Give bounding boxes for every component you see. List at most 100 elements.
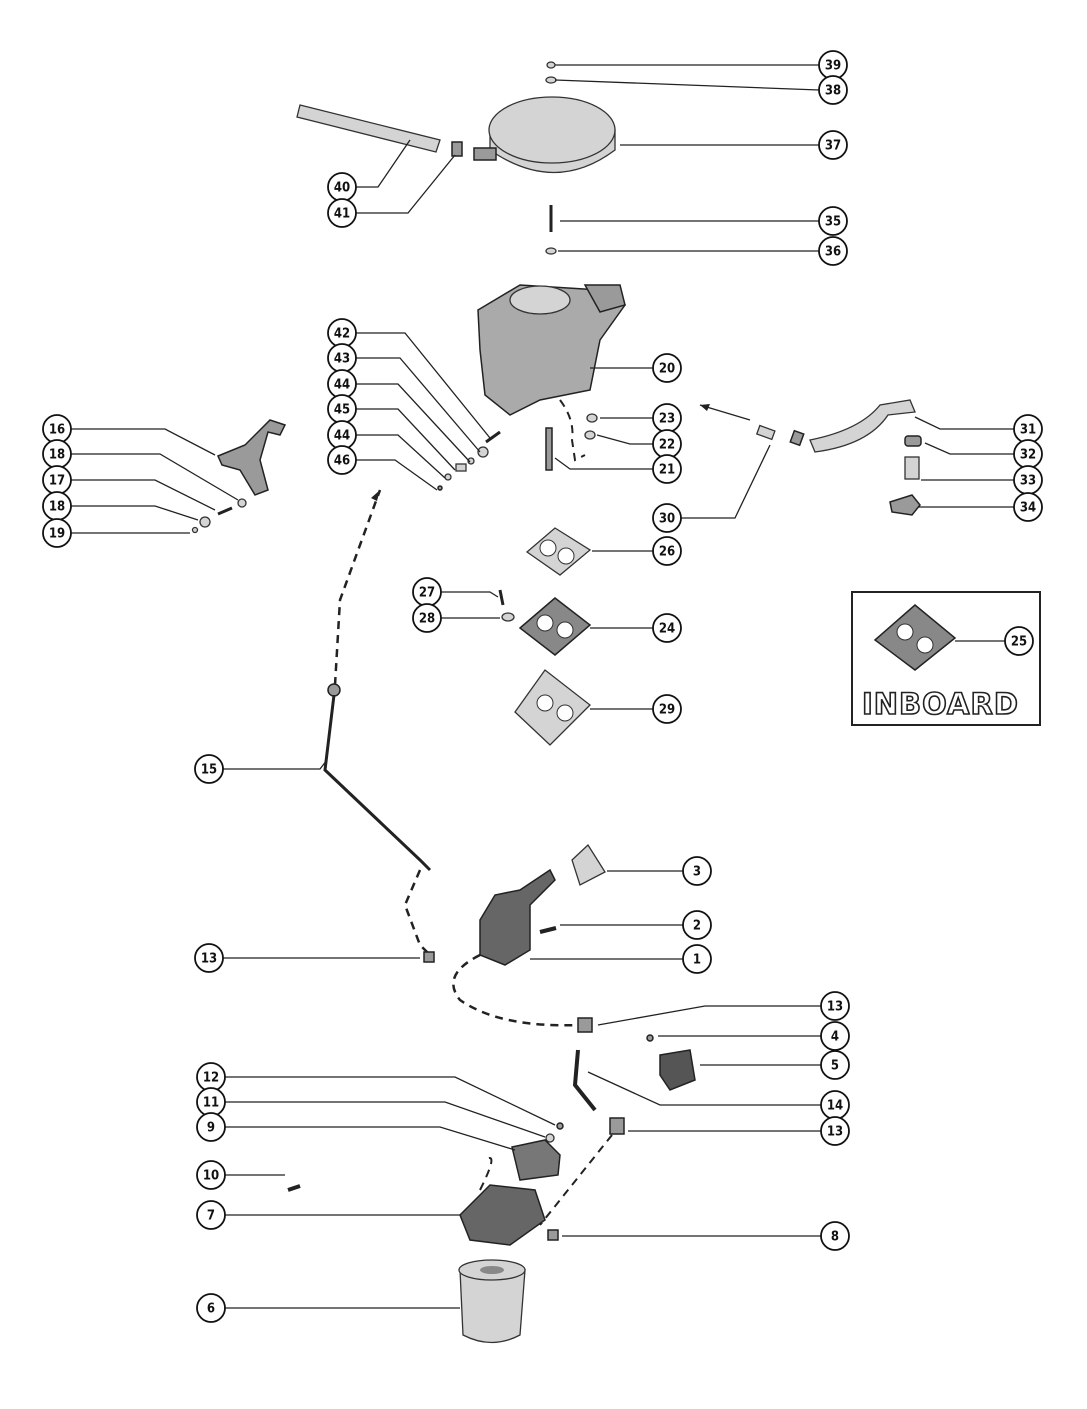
callout-circle: [652, 694, 682, 724]
callout-circle: [652, 503, 682, 533]
callout-number: 29: [659, 703, 675, 718]
callout-circle: [196, 1200, 226, 1230]
callout-34: 34: [918, 492, 1043, 522]
callout-circle: [1004, 626, 1034, 656]
callout-44: 44: [327, 420, 446, 479]
leader-line: [356, 332, 491, 439]
part-line-14: [572, 1049, 597, 1112]
callout-29: 29: [590, 694, 682, 724]
callout-number: 25: [1011, 635, 1027, 650]
callout-35: 35: [560, 206, 848, 236]
callout-46: 46: [327, 445, 438, 491]
part-nut-12: [556, 1122, 564, 1130]
fuel-line-dashed-top: [333, 489, 382, 686]
callout-number: 36: [825, 245, 841, 260]
callout-number: 4: [831, 1030, 839, 1045]
callout-circle: [820, 1116, 850, 1146]
callout-number: 7: [207, 1209, 215, 1224]
callout-number: 44: [334, 429, 350, 444]
leader-line: [71, 479, 216, 511]
part-nut-43: [477, 446, 489, 458]
part-cover-5: [659, 1049, 696, 1091]
leader-line: [914, 416, 1014, 430]
callout-circle: [194, 754, 224, 784]
part-fitting-33: [904, 456, 920, 480]
part-nut-30: [789, 429, 805, 447]
callout-number: 46: [334, 454, 350, 469]
part-gasket-26: [525, 527, 592, 576]
callout-number: 31: [1020, 423, 1036, 438]
callout-23: 23: [600, 403, 682, 433]
part-gasket-29: [514, 669, 591, 746]
parts: INBOARD: [191, 61, 1041, 1344]
callout-5: 5: [700, 1050, 850, 1080]
callout-number: 18: [49, 500, 65, 515]
callout-number: 16: [49, 423, 65, 438]
callout-number: 6: [207, 1302, 215, 1317]
leader-line: [587, 1071, 821, 1106]
callout-circle: [196, 1293, 226, 1323]
part-fitting-15: [327, 683, 341, 697]
callout-25: 25: [955, 626, 1034, 656]
callout-number: 23: [659, 412, 675, 427]
part-air-cleaner: [473, 96, 616, 174]
leader-line: [356, 383, 471, 463]
callout-number: 14: [827, 1099, 843, 1114]
callout-number: 17: [49, 474, 65, 489]
callout-number: 18: [49, 448, 65, 463]
callout-circle: [818, 206, 848, 236]
callout-number: 15: [201, 763, 217, 778]
callout-18: 18: [42, 439, 239, 501]
callout-3: 3: [607, 856, 712, 886]
part-hose-40: [296, 104, 441, 153]
callout-number: 9: [207, 1121, 215, 1136]
part-washer-11: [545, 1133, 555, 1143]
callout-circle: [194, 943, 224, 973]
callout-18: 18: [42, 491, 199, 521]
callout-circle: [1013, 492, 1043, 522]
callout-number: 27: [419, 586, 435, 601]
part-fitting-13a: [423, 951, 435, 963]
callout-11: 11: [196, 1087, 546, 1138]
leader-line: [441, 591, 499, 598]
callout-13: 13: [628, 1116, 850, 1146]
part-spacer-25: [873, 604, 957, 671]
leader-line: [356, 408, 456, 471]
callout-circle: [652, 353, 682, 383]
callout-13: 13: [597, 991, 850, 1026]
leader-line: [596, 434, 653, 445]
part-washer-44b: [444, 473, 452, 481]
callout-39: 39: [555, 50, 848, 80]
callout-circle: [196, 1112, 226, 1142]
callout-number: 30: [659, 512, 675, 527]
callout-circle: [820, 1221, 850, 1251]
callout-circle: [42, 518, 72, 548]
callout-number: 19: [49, 527, 65, 542]
callout-20: 20: [590, 353, 682, 383]
callout-4: 4: [658, 1021, 850, 1051]
leader-line: [924, 442, 1014, 455]
callout-number: 38: [825, 84, 841, 99]
part-clip-19: [191, 526, 199, 534]
callout-circle: [327, 198, 357, 228]
part-fitting-13c: [609, 1117, 625, 1135]
callout-circle: [818, 75, 848, 105]
callout-number: 28: [419, 612, 435, 627]
leader-line: [225, 1126, 516, 1151]
callout-number: 11: [203, 1096, 219, 1111]
callout-24: 24: [590, 613, 682, 643]
callout-number: 10: [203, 1169, 219, 1184]
callout-number: 44: [334, 378, 350, 393]
callout-number: 20: [659, 362, 675, 377]
callout-28: 28: [412, 603, 500, 633]
callout-number: 13: [201, 952, 217, 967]
part-fitting-41: [451, 141, 463, 157]
callout-number: 21: [659, 463, 675, 478]
leader-line: [554, 79, 820, 91]
part-screw-10: [287, 1184, 301, 1192]
callout-19: 19: [42, 518, 190, 548]
part-fitting-13b: [577, 1017, 593, 1033]
callout-38: 38: [554, 75, 848, 105]
callout-number: 8: [831, 1230, 839, 1245]
callout-number: 39: [825, 59, 841, 74]
